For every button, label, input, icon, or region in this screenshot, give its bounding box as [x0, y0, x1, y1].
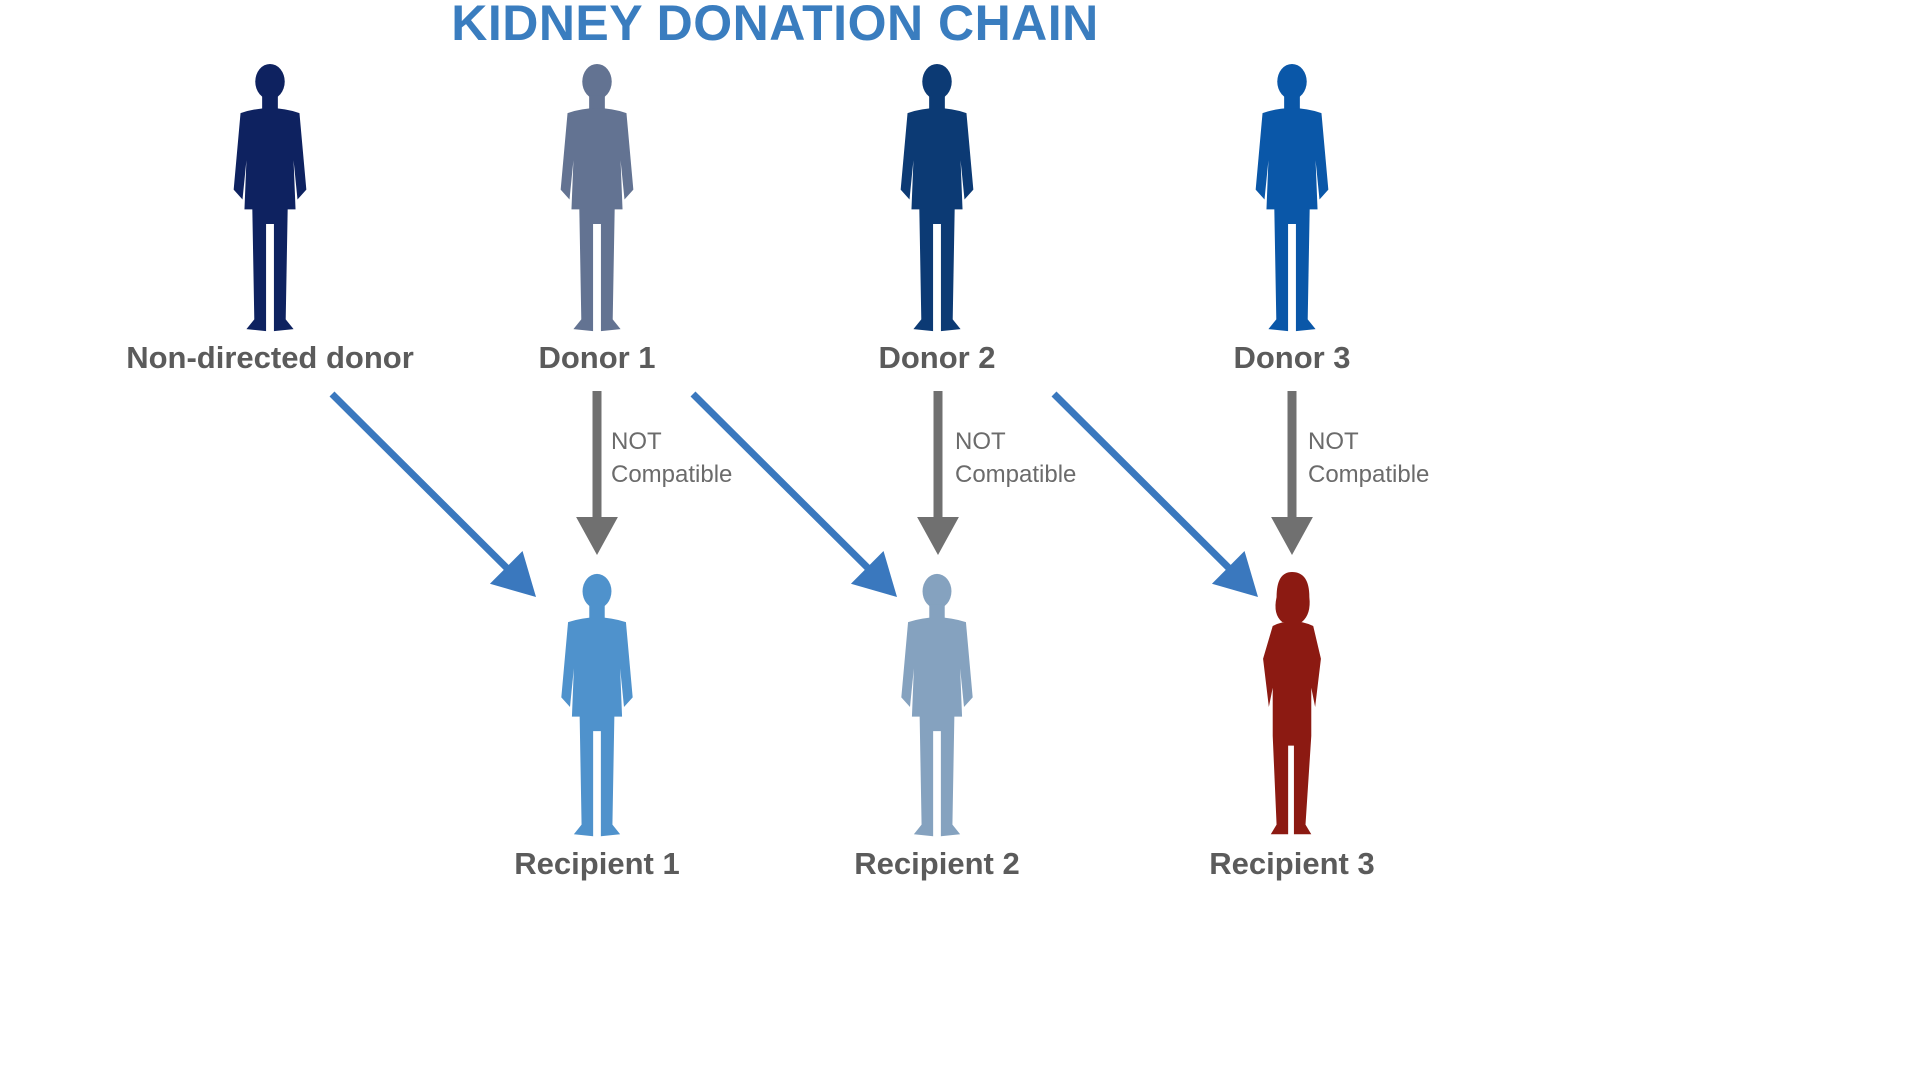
- note-line: Compatible: [1308, 461, 1430, 488]
- compatible-arrow: [690, 391, 897, 597]
- recipient-3-silhouette-icon: [1263, 572, 1321, 835]
- donor-1-silhouette-icon: [560, 63, 634, 332]
- recipient-label: Recipient 2: [854, 846, 1020, 881]
- donor-label: Donor 1: [538, 340, 656, 375]
- donor-0-silhouette-icon: [233, 63, 307, 332]
- incompatible-arrow: [576, 391, 618, 555]
- donor-3-silhouette-icon: [1255, 63, 1329, 332]
- note-line: NOT: [1308, 428, 1359, 455]
- compatible-arrow: [329, 391, 536, 597]
- donor-2-silhouette-icon: [900, 63, 974, 332]
- recipient-1-silhouette-icon: [561, 573, 633, 837]
- not-compatible-note: NOT Compatible: [955, 425, 1076, 491]
- note-line: NOT: [611, 428, 662, 455]
- diagram-title: KIDNEY DONATION CHAIN: [451, 0, 1099, 51]
- incompatible-arrow: [917, 391, 959, 555]
- note-line: NOT: [955, 428, 1006, 455]
- recipient-label: Recipient 3: [1209, 846, 1375, 881]
- donor-label: Donor 3: [1233, 340, 1351, 375]
- donor-label: Donor 2: [878, 340, 996, 375]
- not-compatible-note: NOT Compatible: [1308, 425, 1429, 491]
- note-line: Compatible: [955, 461, 1077, 488]
- recipient-label: Recipient 1: [514, 846, 680, 881]
- incompatible-arrow: [1271, 391, 1313, 555]
- recipient-2-silhouette-icon: [901, 573, 973, 837]
- note-line: Compatible: [611, 461, 733, 488]
- not-compatible-note: NOT Compatible: [611, 425, 732, 491]
- compatible-arrow: [1051, 391, 1258, 597]
- donor-label: Non-directed donor: [126, 340, 414, 375]
